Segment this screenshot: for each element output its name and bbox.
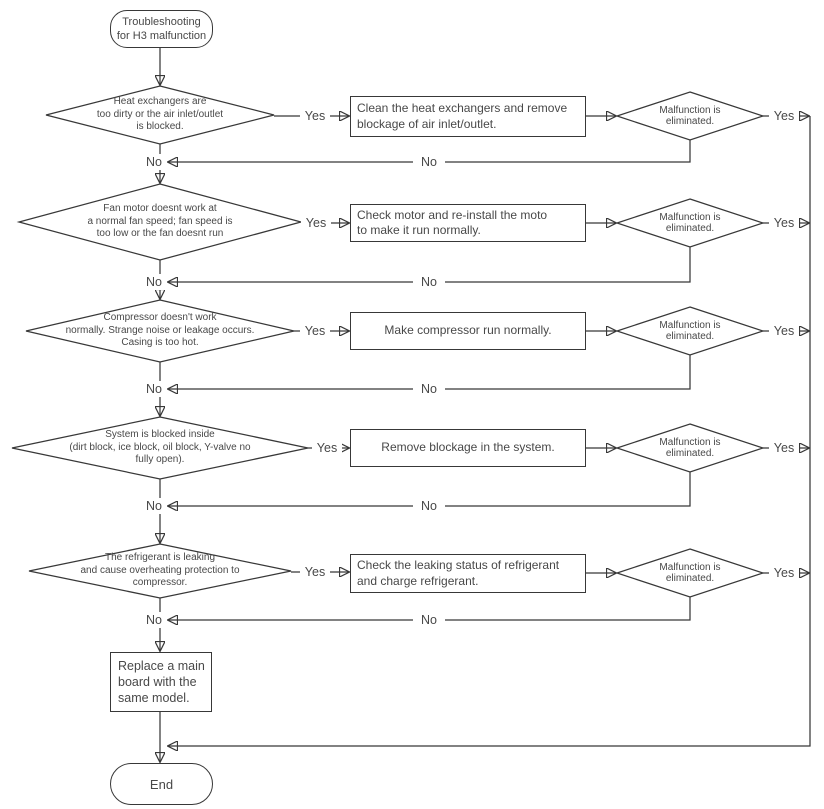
decision-5-label: The refrigerant is leaking and cause ove… xyxy=(80,552,240,588)
connector-no-return-1 xyxy=(168,140,691,162)
edge-yes-3-label: Yes xyxy=(300,323,330,339)
edge-no-axis-5-label: No xyxy=(142,612,166,628)
connector-right-rail xyxy=(168,116,811,746)
decision-2-label: Fan motor doesnt work at a normal fan sp… xyxy=(87,203,233,239)
fallback-box-label: Replace a main board with the same model… xyxy=(118,659,205,705)
action-box-4: Remove blockage in the system. xyxy=(350,429,586,467)
edge-no-return-2-label: No xyxy=(413,274,445,290)
edge-no-return-4-label: No xyxy=(413,498,445,514)
edge-no-axis-4-label: No xyxy=(142,498,166,514)
edge-no-axis-3-label: No xyxy=(142,381,166,397)
check-3-label: Malfunction is eliminated. xyxy=(659,320,721,342)
edge-no-return-1-label: No xyxy=(413,154,445,170)
decision-3-label: Compressor doesn't work normally. Strang… xyxy=(65,312,255,348)
edge-yes-1-label: Yes xyxy=(300,108,330,124)
edge-no-return-3-label: No xyxy=(413,381,445,397)
connector-no-return-3 xyxy=(168,355,691,389)
edge-yes-right-1-label: Yes xyxy=(769,108,799,124)
check-1-label: Malfunction is eliminated. xyxy=(659,105,721,127)
check-5-label: Malfunction is eliminated. xyxy=(659,562,721,584)
action-box-5: Check the leaking status of refrigerant … xyxy=(350,554,586,593)
edge-no-axis-2-label: No xyxy=(142,274,166,290)
connector-no-return-2 xyxy=(168,247,691,282)
decision-1-label: Heat exchangers are too dirty or the air… xyxy=(96,96,224,132)
fallback-box: Replace a main board with the same model… xyxy=(110,652,212,712)
check-2-label: Malfunction is eliminated. xyxy=(659,212,721,234)
edge-no-return-5-label: No xyxy=(413,612,445,628)
action-box-2: Check motor and re-install the moto to m… xyxy=(350,204,586,242)
edge-yes-2-label: Yes xyxy=(301,215,331,231)
action-box-1: Clean the heat exchangers and remove blo… xyxy=(350,96,586,137)
end-node-label: End xyxy=(149,776,174,792)
edge-no-axis-1-label: No xyxy=(142,154,166,170)
start-node: Troubleshooting for H3 malfunction xyxy=(110,10,213,48)
start-node-label: Troubleshooting for H3 malfunction xyxy=(116,16,207,42)
action-box-3: Make compressor run normally. xyxy=(350,312,586,350)
connector-no-return-5 xyxy=(168,597,691,620)
edge-yes-right-4-label: Yes xyxy=(769,440,799,456)
end-node: End xyxy=(110,763,213,805)
edge-yes-right-2-label: Yes xyxy=(769,215,799,231)
check-4-label: Malfunction is eliminated. xyxy=(659,437,721,459)
connector-no-return-4 xyxy=(168,472,691,506)
edge-yes-right-3-label: Yes xyxy=(769,323,799,339)
edge-yes-5-label: Yes xyxy=(300,564,330,580)
edge-yes-right-5-label: Yes xyxy=(769,565,799,581)
edge-yes-4-label: Yes xyxy=(312,440,342,456)
decision-4-label: System is blocked inside (dirt block, ic… xyxy=(69,429,251,465)
